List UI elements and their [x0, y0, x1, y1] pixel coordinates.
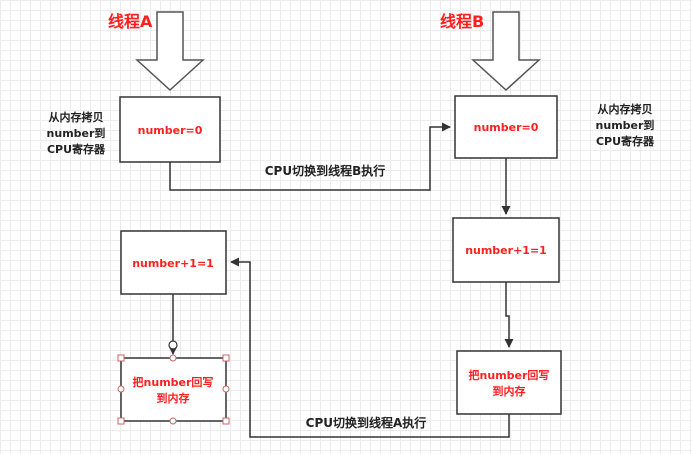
- thread-b-writeback-box[interactable]: 把number回写 到内存: [456, 350, 562, 415]
- box-label: number+1=1: [132, 257, 214, 270]
- thread-b-read-box[interactable]: number=0: [454, 95, 558, 159]
- resize-handle-bottom-right[interactable]: [222, 417, 230, 425]
- box-label: 到内存: [157, 391, 190, 405]
- box-label: number+1=1: [465, 244, 547, 257]
- thread-a-increment-box[interactable]: number+1=1: [120, 230, 227, 295]
- resize-handle-bottom[interactable]: [169, 417, 177, 425]
- thread-b-side-note: 从内存拷贝 number到 CPU寄存器: [596, 102, 655, 148]
- side-note-line: CPU寄存器: [596, 134, 655, 148]
- side-note-line: number到: [596, 118, 655, 132]
- resize-handle-top-left[interactable]: [117, 354, 125, 362]
- connector-b-writeback-to-a-increment: [230, 257, 510, 438]
- connector-a-read-to-b-read: [169, 122, 451, 191]
- selection-handles[interactable]: [117, 354, 230, 425]
- resize-handle-bottom-left[interactable]: [117, 417, 125, 425]
- thread-a-side-note: 从内存拷贝 number到 CPU寄存器: [47, 110, 106, 156]
- thread-a-down-arrow: [135, 11, 205, 92]
- thread-a-writeback-box[interactable]: 把number回写 到内存: [120, 357, 227, 422]
- resize-handle-top[interactable]: [169, 354, 177, 362]
- thread-b-title: 线程B: [440, 12, 484, 31]
- box-label: 到内存: [493, 384, 526, 398]
- box-label: number=0: [474, 121, 539, 134]
- box-label: number=0: [138, 124, 203, 137]
- thread-a-read-box[interactable]: number=0: [119, 96, 221, 163]
- box-label: 把number回写: [133, 375, 214, 389]
- thread-a-title: 线程A: [108, 12, 153, 31]
- side-note-line: number到: [47, 126, 106, 140]
- edge-label-switch-to-b: CPU切换到线程B执行: [265, 163, 386, 178]
- side-note-line: 从内存拷贝: [49, 110, 104, 124]
- connection-point[interactable]: [168, 340, 178, 350]
- side-note-line: 从内存拷贝: [598, 102, 653, 116]
- box-label: 把number回写: [469, 368, 550, 382]
- resize-handle-right[interactable]: [222, 385, 230, 393]
- resize-handle-top-right[interactable]: [222, 354, 230, 362]
- edge-label-switch-to-a: CPU切换到线程A执行: [306, 415, 427, 430]
- resize-handle-left[interactable]: [117, 385, 125, 393]
- connector-b-increment-to-b-writeback: [504, 282, 514, 348]
- thread-b-increment-box[interactable]: number+1=1: [452, 217, 560, 283]
- thread-b-down-arrow: [471, 11, 541, 92]
- side-note-line: CPU寄存器: [47, 142, 106, 156]
